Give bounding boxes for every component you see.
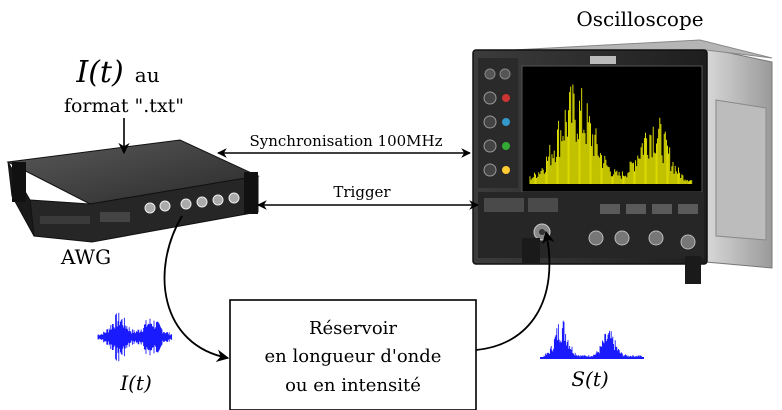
awg-to-reservoir-curve (163, 215, 230, 363)
input-signal-header: I(t) (75, 55, 123, 90)
oscilloscope-label: Oscilloscope (576, 7, 703, 31)
trigger-label: Trigger (333, 183, 391, 201)
input-file-title: I(t) au (75, 55, 159, 90)
scope-screen-trace (529, 84, 693, 184)
input-signal-label: I(t) (119, 371, 152, 395)
output-signal-label: S(t) (571, 367, 608, 391)
reservoir-line-2: en longueur d'onde (265, 346, 442, 367)
reservoir-box (229, 299, 477, 410)
input-format-word: au (135, 63, 160, 87)
input-format-line: format ".txt" (64, 95, 184, 117)
oscilloscope-device (472, 39, 773, 284)
awg-device (6, 139, 260, 243)
sync-label: Synchronisation 100MHz (249, 132, 442, 150)
output-waveform-icon (540, 320, 644, 359)
awg-label: AWG (60, 245, 111, 269)
reservoir-line-3: ou en intensité (285, 375, 421, 396)
input-waveform-icon (97, 312, 173, 362)
reservoir-line-1: Réservoir (309, 318, 397, 339)
reservoir-to-scope-curve (475, 230, 555, 351)
